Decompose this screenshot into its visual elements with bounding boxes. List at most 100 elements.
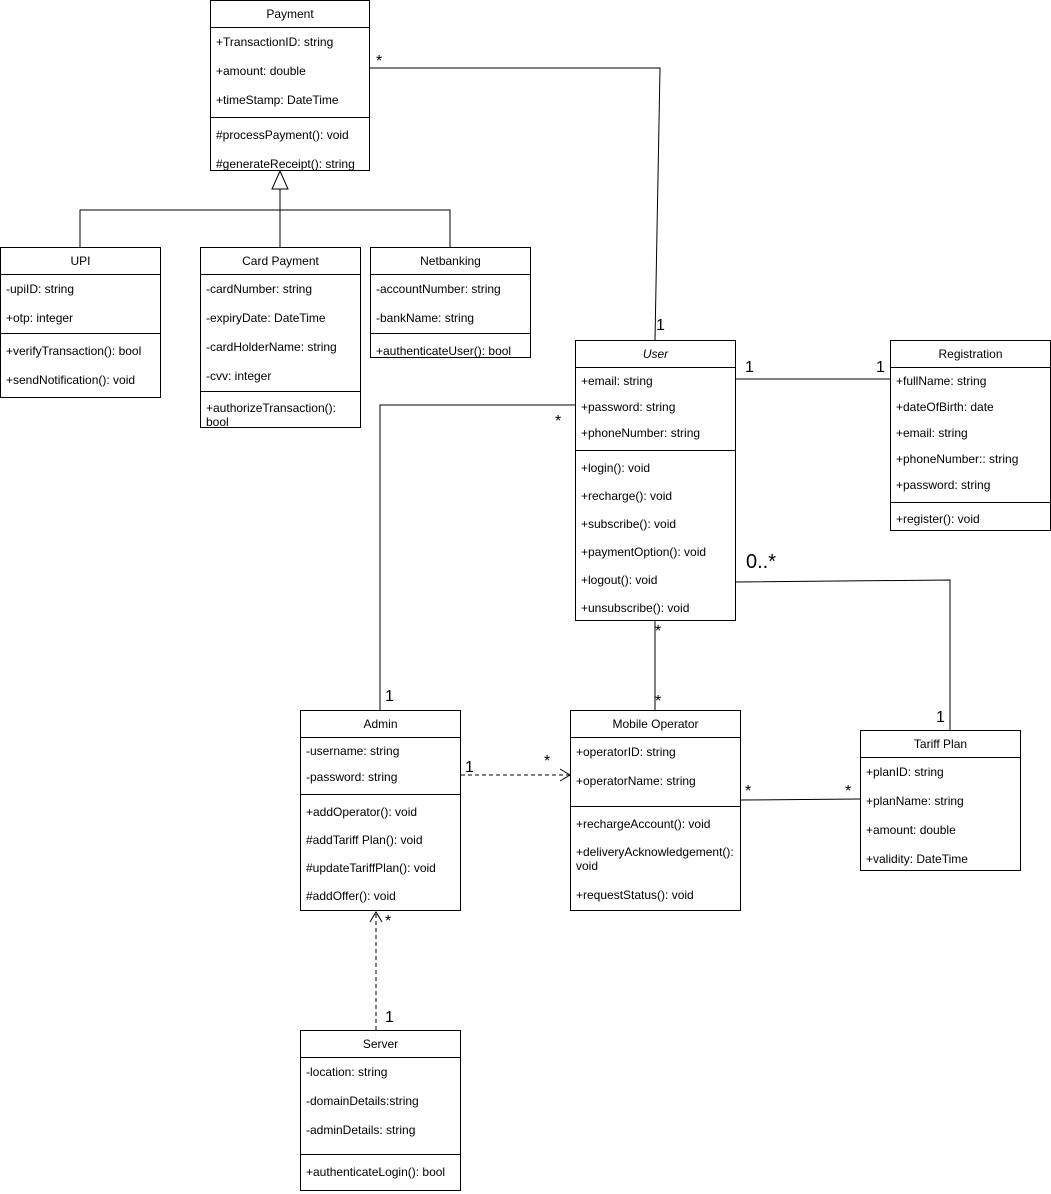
class-user: User +email: string +password: string +phon… <box>575 340 736 621</box>
class-attribute: -username: string <box>306 744 400 758</box>
class-method: +addOperator(): void <box>306 805 418 819</box>
class-separator <box>301 1154 460 1158</box>
class-attribute: +dateOfBirth: date <box>896 400 994 414</box>
dependency-arrowhead <box>559 768 571 782</box>
class-separator <box>301 794 460 798</box>
class-attribute: -password: string <box>306 770 398 784</box>
class-card-payment: Card Payment -cardNumber: string -expiryDa… <box>200 247 361 429</box>
class-attribute: +email: string <box>581 374 653 388</box>
class-netbanking: Netbanking -accountNumber: string -bankNam… <box>370 247 531 358</box>
class-attribute: +email: string <box>896 426 968 440</box>
class-separator <box>201 391 360 395</box>
class-name: Admin <box>301 711 460 738</box>
class-method: +logout(): void <box>581 573 658 587</box>
class-attribute: -upiID: string <box>6 282 75 296</box>
multiplicity-label: 1 <box>745 359 754 376</box>
class-attribute: -bankName: string <box>376 311 475 325</box>
class-admin: Admin -username: string -password: string +… <box>300 710 461 911</box>
class-upi: UPI -upiID: string +otp: integer +verifyTra… <box>0 247 161 398</box>
relationship-user-admin <box>379 404 575 710</box>
class-name: Server <box>301 1031 460 1058</box>
class-attribute: +password: string <box>581 400 676 414</box>
class-method: #generateReceipt(): string <box>216 157 355 171</box>
multiplicity-label: 0..* <box>746 551 777 573</box>
multiplicity-label: * <box>376 53 383 70</box>
class-tariff-plan: Tariff Plan +planID: string +planName: str… <box>860 730 1021 871</box>
class-payment: Payment +TransactionID: string +amount: do… <box>210 0 370 171</box>
multiplicity-label: * <box>845 783 852 800</box>
relationship-operator-tariff <box>740 798 861 801</box>
class-name: Card Payment <box>201 248 360 275</box>
class-separator <box>371 333 530 337</box>
class-method: +authenticateUser(): bool <box>376 344 512 358</box>
class-method: #addOffer(): void <box>306 889 396 903</box>
class-attribute: -cardNumber: string <box>206 282 313 296</box>
class-attribute: +amount: double <box>866 823 956 837</box>
class-separator <box>576 450 735 454</box>
class-attribute: -cardHolderName: string <box>206 340 337 354</box>
class-name: Netbanking <box>371 248 530 275</box>
class-method: #addTariff Plan(): void <box>306 833 423 847</box>
class-method: +verifyTransaction(): bool <box>6 344 142 358</box>
class-attribute: +TransactionID: string <box>216 35 334 49</box>
class-method: +recharge(): void <box>581 489 673 503</box>
class-attribute: +validity: DateTime <box>866 852 968 866</box>
multiplicity-label: 1 <box>385 688 394 705</box>
relationship-upi-payment <box>79 209 280 247</box>
class-registration: Registration +fullName: string +dateOfBirt… <box>890 340 1051 531</box>
class-separator <box>211 117 369 121</box>
class-separator <box>571 806 740 810</box>
multiplicity-label: * <box>555 413 562 430</box>
class-attribute: +operatorID: string <box>576 745 676 759</box>
class-attribute: -expiryDate: DateTime <box>206 311 326 325</box>
relationship-user-tariff <box>735 579 951 730</box>
multiplicity-label: * <box>385 913 392 930</box>
class-method: +deliveryAcknowledgement(): void <box>576 845 734 873</box>
class-attribute: +amount: double <box>216 64 306 78</box>
class-method: +rechargeAccount(): void <box>576 817 711 831</box>
multiplicity-label: 1 <box>936 709 945 726</box>
class-mobile-operator: Mobile Operator+operatorID: string+opera… <box>570 710 741 911</box>
class-method: +requestStatus(): void <box>576 888 694 902</box>
class-attribute: +phoneNumber:: string <box>896 452 1019 466</box>
class-separator <box>891 502 1050 506</box>
class-server: Server -location: string -domainDetails:st… <box>300 1030 461 1191</box>
class-attribute: +fullName: string <box>896 374 987 388</box>
class-method: +authenticateLogin(): bool <box>306 1165 446 1179</box>
class-method: +authorizeTransaction(): bool <box>206 401 336 429</box>
class-method: +sendNotification(): void <box>6 373 136 387</box>
class-attribute: +timeStamp: DateTime <box>216 93 339 107</box>
class-attribute: -cvv: integer <box>206 369 272 383</box>
multiplicity-label: * <box>745 783 752 800</box>
class-name: Registration <box>891 341 1050 368</box>
class-name: Payment <box>211 1 369 28</box>
class-name: Tariff Plan <box>861 731 1020 758</box>
class-method: +register(): void <box>896 512 980 526</box>
class-separator <box>1 333 160 337</box>
multiplicity-label: 1 <box>465 759 474 776</box>
class-attribute: +otp: integer <box>6 311 74 325</box>
class-name: User <box>576 341 735 368</box>
class-name: UPI <box>1 248 160 275</box>
class-attribute: -accountNumber: string <box>376 282 501 296</box>
multiplicity-label: 1 <box>656 317 665 334</box>
relationship-netbanking-payment <box>280 209 451 247</box>
class-method: +paymentOption(): void <box>581 545 707 559</box>
class-method: +subscribe(): void <box>581 517 677 531</box>
class-attribute: -domainDetails:string <box>306 1094 419 1108</box>
dependency-arrowhead <box>369 911 383 923</box>
class-method: #updateTariffPlan(): void <box>306 861 436 875</box>
class-attribute: -adminDetails: string <box>306 1123 416 1137</box>
class-attribute: +planName: string <box>866 794 964 808</box>
multiplicity-label: * <box>655 623 662 640</box>
multiplicity-label: * <box>544 753 551 770</box>
multiplicity-label: 1 <box>876 359 885 376</box>
multiplicity-label: * <box>655 693 662 710</box>
class-attribute: +planID: string <box>866 765 944 779</box>
class-attribute: -location: string <box>306 1065 388 1079</box>
class-attribute: +phoneNumber: string <box>581 426 701 440</box>
class-attribute: +operatorName: string <box>576 774 696 788</box>
multiplicity-label: 1 <box>385 1009 394 1026</box>
